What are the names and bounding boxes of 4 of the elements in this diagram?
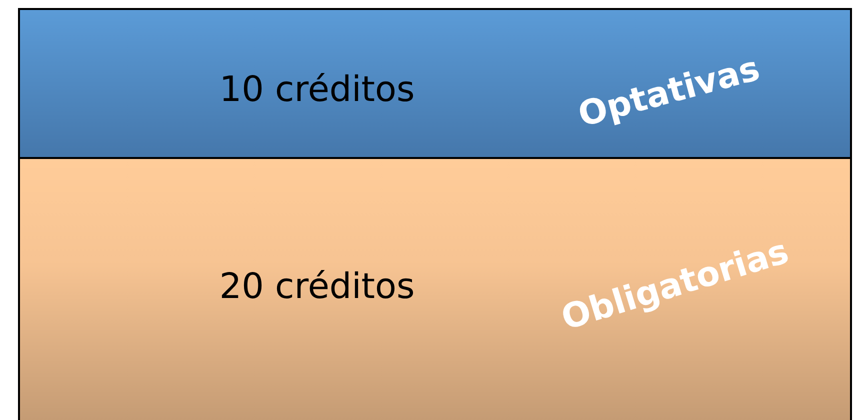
credit-label: 20 créditos — [219, 267, 415, 307]
band — [18, 157, 852, 420]
band — [18, 8, 852, 159]
credit-label: 10 créditos — [219, 70, 415, 110]
